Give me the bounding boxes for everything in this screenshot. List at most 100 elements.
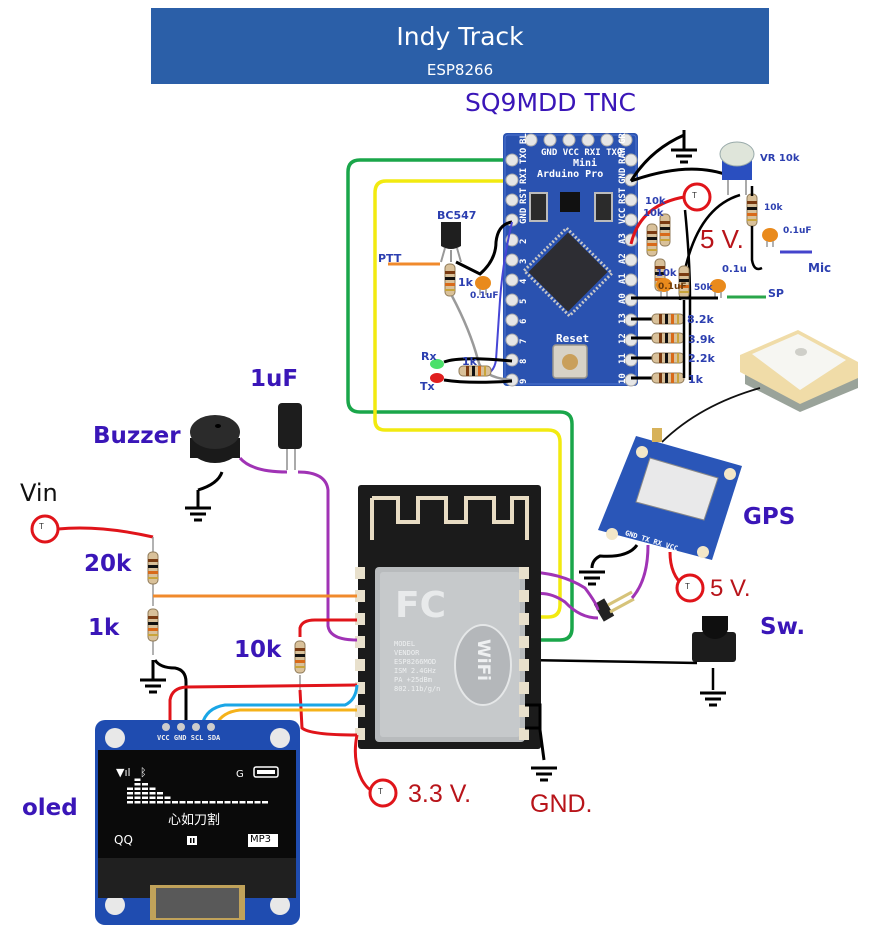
eq-bar-segment — [149, 801, 156, 804]
pin-label: VCC — [562, 148, 579, 158]
eq-bar-segment — [134, 792, 141, 795]
eq-bar-segment — [224, 801, 231, 804]
arduino-pro-mini-board — [503, 133, 638, 386]
eq-bar-segment — [187, 801, 193, 804]
arduino-left-pin-label: 5 — [519, 298, 529, 304]
eq-bar-segment — [127, 787, 133, 790]
diagram-title: Indy Track — [396, 22, 524, 51]
label-ptt: PTT — [378, 252, 402, 265]
esp-text-line: ESP8266MOD — [394, 658, 437, 666]
oled-pin-gnd: GND — [173, 734, 187, 742]
eq-bar-segment — [157, 796, 163, 799]
eq-bar-segment — [172, 801, 178, 804]
pin-label: TXO — [606, 148, 623, 158]
wire-red-vcc — [629, 195, 685, 245]
gps-header-pins — [593, 590, 635, 622]
rx-led — [430, 359, 444, 369]
arduino-right-pin-label: A1 — [618, 273, 628, 284]
label-vin: Vin — [20, 479, 58, 507]
eq-bar-segment — [149, 792, 156, 795]
arduino-pin-hole — [505, 253, 519, 267]
eq-bar-segment — [164, 801, 171, 804]
oled-icons: ▼ıl ᛒ G — [116, 766, 279, 847]
pause-icon — [187, 836, 197, 845]
esp-pad — [519, 659, 529, 671]
signal-icon: ▼ıl — [116, 766, 131, 779]
vr-10k-potentiometer — [719, 141, 755, 195]
cap-0.1uf-mic — [761, 227, 779, 248]
arduino-right-pin-label: GND — [618, 167, 628, 184]
eq-bar-segment — [134, 783, 141, 786]
board-name-arduino-pro: Arduino Pro — [537, 169, 604, 180]
arduino-pin-hole — [505, 273, 519, 287]
eq-bar-segment — [134, 796, 141, 799]
wire-red-oled-vcc — [168, 683, 358, 725]
label-1k: 1k — [88, 615, 120, 641]
arduino-left-pin-label: 7 — [519, 338, 529, 344]
eq-bar-segment — [134, 787, 141, 790]
eq-bar-segment — [127, 792, 133, 795]
label-dac-8k2: 8.2k — [687, 313, 714, 326]
wire-green-txo — [346, 158, 574, 642]
arduino-left-pin-label: TXO — [519, 147, 529, 164]
terminal-3v3 — [368, 778, 398, 808]
eq-bar-segment — [142, 783, 148, 786]
eq-bar-segment — [164, 796, 171, 799]
arduino-pin-hole — [624, 273, 638, 287]
eq-bar-segment — [127, 801, 133, 804]
eq-bar-segment — [142, 787, 148, 790]
arduino-right-pin-label: VCC — [618, 207, 628, 224]
eq-bar-segment — [142, 796, 148, 799]
label-dac-3k9: 3.9k — [688, 333, 715, 346]
label-tx: Tx — [420, 380, 435, 393]
arduino-right-pin-label: RAW — [618, 147, 628, 164]
oled-pin-scl: SCL — [190, 734, 204, 742]
label-r-a0: 10k — [656, 268, 677, 279]
oled-song-title: 心如刀割 — [168, 813, 221, 828]
arduino-right-pin-label: 13 — [618, 313, 628, 324]
buzzer — [190, 415, 240, 463]
mp3-box — [248, 834, 278, 847]
label-rx: Rx — [421, 350, 437, 363]
arduino-left-pin-label: 8 — [519, 358, 529, 364]
wire-red-33v — [298, 689, 358, 737]
arduino-right-pin-label: A3 — [618, 233, 628, 244]
arduino-right-pin-label: A2 — [618, 253, 628, 264]
label-mic: Mic — [808, 261, 832, 275]
terminal-mark-tnc: T — [692, 191, 697, 200]
tnc-ground-symbol — [669, 148, 699, 164]
arduino-left-pin-label: 2 — [519, 238, 529, 244]
capacitor-1uf — [278, 403, 302, 470]
label-sp: SP — [768, 287, 784, 300]
esp-wifi-logo: WiFi — [473, 638, 494, 682]
terminal-mark-3v3: T — [378, 787, 383, 796]
wire-purple-esp-tx — [524, 570, 600, 611]
esp-ground-symbol — [529, 766, 559, 782]
g-icon: G — [236, 769, 244, 780]
board-reset-label: Reset — [556, 332, 590, 345]
title-banner: Indy Track ESP8266 — [151, 8, 769, 84]
label-switch: Sw. — [760, 614, 806, 640]
arduino-right-pin-label: RST — [618, 187, 628, 204]
eq-bar-segment — [179, 801, 186, 804]
arduino-left-pin-label: GND — [519, 207, 529, 224]
push-switch — [692, 616, 736, 662]
arduino-pin-hole — [600, 133, 614, 147]
label-dac-1k: 1k — [688, 373, 703, 386]
label-c-mic: 0.1uF — [783, 226, 812, 236]
eq-bar-segment — [262, 801, 268, 804]
esp-pad — [355, 705, 365, 717]
eq-bar-segment — [217, 801, 223, 804]
pin-label: RXI — [584, 148, 601, 158]
arduino-pin-hole — [624, 153, 638, 167]
wire-blue-scl — [200, 684, 359, 726]
eq-bar-segment — [149, 796, 156, 799]
esp-pad — [355, 636, 365, 648]
label-5v-tnc: 5 V. — [700, 224, 744, 254]
gps-module-board — [598, 428, 742, 560]
wire-yellow-rxi — [373, 179, 562, 619]
arduino-pin-hole — [505, 293, 519, 307]
pin-label: GND — [541, 148, 558, 158]
esp-pads — [355, 567, 529, 740]
